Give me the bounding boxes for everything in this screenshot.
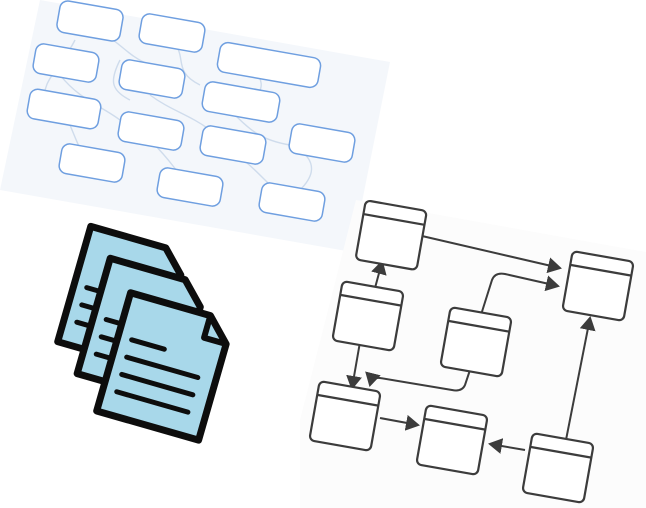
flow-node: [415, 404, 489, 476]
document-stack-icon: [54, 222, 230, 444]
map-node: [288, 123, 356, 163]
map-node: [199, 125, 267, 165]
flow-node: [439, 306, 513, 378]
map-node: [58, 143, 126, 183]
map-node: [258, 182, 326, 222]
document-page-front: [93, 289, 230, 444]
flow-arrow: [346, 341, 362, 390]
map-node: [117, 111, 185, 151]
map-node: [32, 43, 100, 83]
flow-arrow: [564, 316, 596, 446]
map-node: [26, 88, 102, 130]
flow-arrow: [365, 369, 471, 392]
node-map-nodes: [26, 0, 356, 222]
flow-arrow: [479, 272, 560, 319]
map-node: [156, 167, 224, 207]
map-node: [138, 13, 206, 53]
flowchart-panel: [300, 199, 646, 508]
flow-arrow: [488, 438, 526, 454]
flow-arrow: [379, 414, 420, 431]
node-map-panel: [0, 0, 390, 252]
flow-node: [561, 250, 635, 322]
flowchart-nodes: [308, 199, 635, 504]
map-node: [201, 81, 281, 123]
map-node: [118, 59, 186, 99]
map-link: [112, 59, 131, 101]
flow-node: [355, 199, 428, 271]
flow-node: [521, 432, 595, 504]
flow-arrow: [421, 235, 562, 274]
map-node: [56, 0, 124, 42]
flow-arrow: [371, 260, 387, 289]
flow-node: [331, 280, 405, 352]
flowchart-connectors: [346, 235, 596, 454]
map-node: [216, 41, 322, 89]
flow-node: [308, 380, 382, 452]
map-link: [149, 94, 211, 131]
